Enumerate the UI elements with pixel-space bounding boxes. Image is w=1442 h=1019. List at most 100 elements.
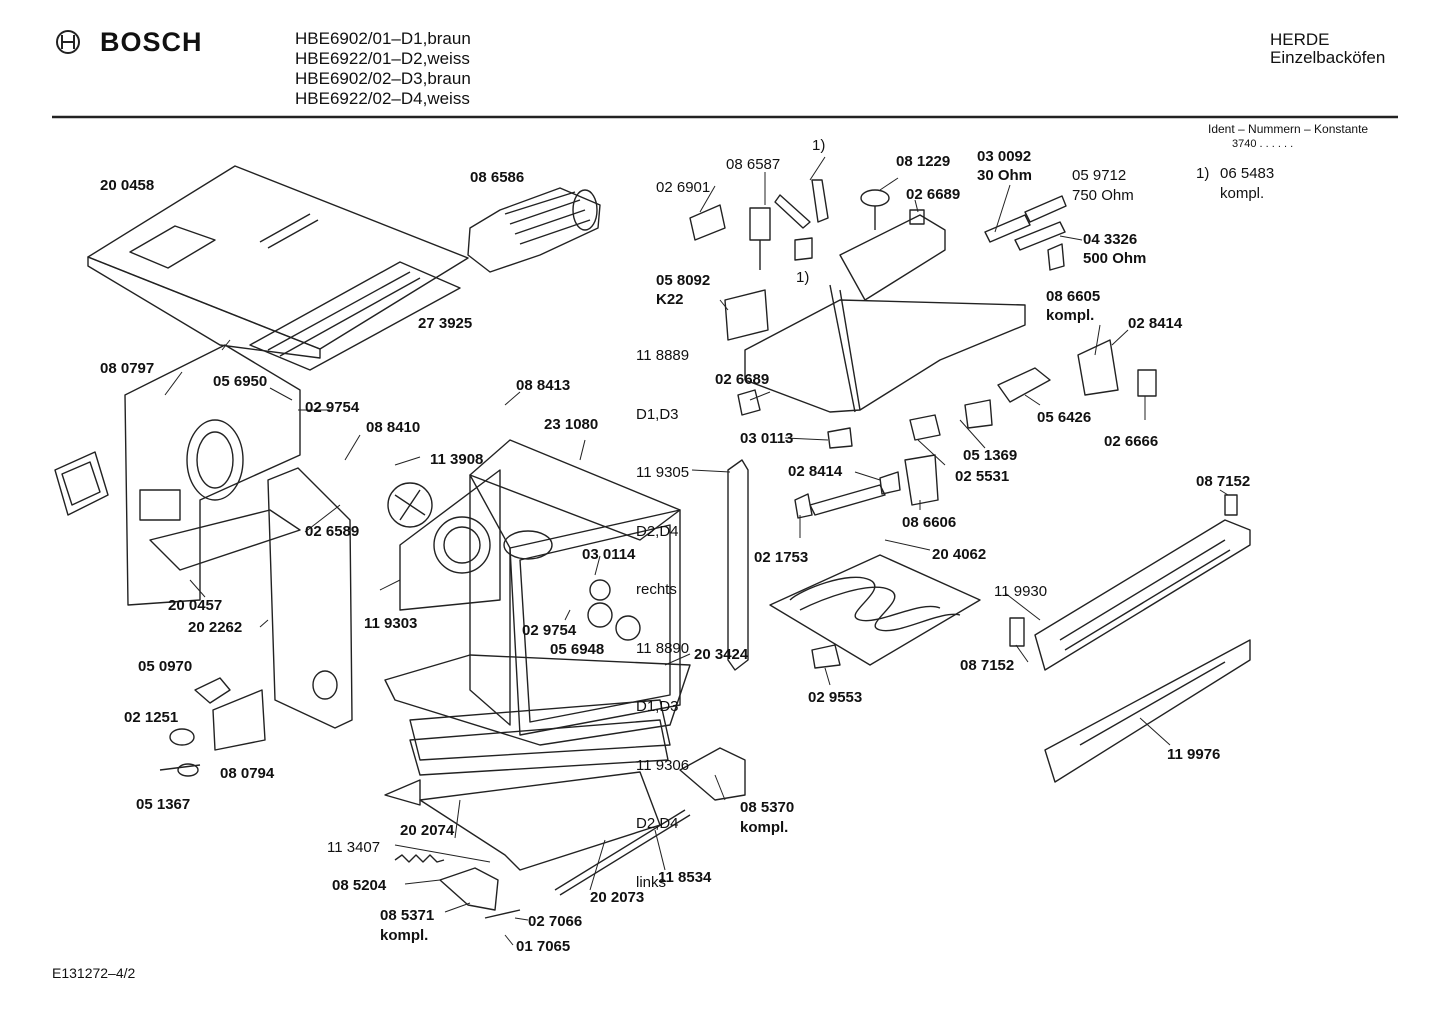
part-label-043326: 04 3326 — [1083, 231, 1138, 248]
part-label-059712-note: 750 Ohm — [1072, 187, 1134, 204]
model-line-1: HBE6902/01–D1,braun — [295, 29, 471, 48]
part-label-086605-note: kompl. — [1046, 307, 1095, 324]
variant-item: D1,D3 — [636, 405, 679, 423]
category-title: HERDE — [1270, 30, 1330, 49]
part-label-080797: 08 0797 — [100, 360, 155, 377]
bottom-trim-sketch — [1044, 639, 1251, 783]
small-parts-right-sketch — [794, 339, 1238, 669]
part-label-088410: 08 8410 — [366, 419, 421, 436]
variant-item: 11 9305 — [636, 464, 690, 481]
brand-name: BOSCH — [100, 27, 203, 57]
rail-sketch — [249, 261, 461, 371]
part-label-043326-note: 500 Ohm — [1083, 250, 1147, 267]
part-label-085371: 08 5371 — [380, 907, 435, 924]
part-label-021251: 02 1251 — [124, 709, 179, 726]
model-line-4: HBE6922/02–D4,weiss — [295, 89, 470, 108]
part-label-085371-note: kompl. — [380, 927, 429, 944]
front-trim-sketch — [1034, 519, 1251, 671]
part-label-058092: 05 8092 — [656, 272, 711, 289]
part-label-118534: 11 8534 — [658, 869, 712, 886]
part-label-050970: 05 0970 — [138, 658, 193, 675]
footnote-note: kompl. — [1220, 185, 1265, 202]
probe-sketch — [689, 179, 829, 270]
variant-item: D2,D4 — [636, 815, 679, 832]
part-label-026689-a: 02 6689 — [906, 186, 961, 203]
variant-item: 11 9306 — [636, 756, 690, 774]
variant-item: 11 8890 — [636, 639, 690, 657]
control-housing-sketch — [744, 214, 1026, 413]
rail-118534-sketch — [559, 814, 691, 896]
part-label-030114: 03 0114 — [582, 546, 636, 563]
part-label-088413: 08 8413 — [516, 377, 571, 394]
footnote-number: 06 5483 — [1220, 165, 1275, 182]
spring-sketch — [394, 854, 445, 863]
part-label-026689-b: 02 6689 — [715, 371, 770, 388]
footnote-ref-1a: 1) — [812, 137, 826, 154]
fan-blade-sketch — [387, 482, 433, 528]
part-label-200458: 20 0458 — [100, 177, 155, 194]
part-label-202074: 20 2074 — [400, 822, 455, 839]
side-panel-sketch — [267, 467, 353, 729]
oven-cavity-sketch — [469, 439, 681, 736]
part-label-086586: 08 6586 — [470, 169, 525, 186]
relay-sketch — [724, 289, 769, 341]
fan-shroud-sketch — [399, 469, 501, 611]
variant-item: rechts — [636, 581, 677, 598]
part-label-202262: 20 2262 — [188, 619, 243, 636]
part-label-080794: 08 0794 — [220, 765, 275, 782]
bracket-204062-sketch — [809, 484, 886, 516]
part-label-081229: 08 1229 — [896, 153, 951, 170]
document-id: E131272–4/2 — [52, 965, 136, 981]
part-label-030113: 03 0113 — [740, 430, 794, 447]
variant-item: links — [636, 873, 667, 891]
part-label-056950: 05 6950 — [213, 373, 268, 390]
part-label-058092-note: K22 — [656, 291, 684, 308]
heating-element-sketch — [769, 554, 981, 666]
part-label-119976: 11 9976 — [1167, 746, 1221, 763]
part-label-029754-a: 02 9754 — [305, 399, 360, 416]
part-label-021753: 02 1753 — [754, 549, 809, 566]
part-label-085370-note: kompl. — [740, 819, 789, 836]
vent-grille-sketch — [54, 451, 109, 516]
ident-constant: 3740 . . . . . . — [1232, 138, 1294, 150]
model-line-2: HBE6922/01–D2,weiss — [295, 49, 470, 68]
part-label-029553: 02 9553 — [808, 689, 863, 706]
footnote-marker: 1) — [1196, 165, 1210, 182]
part-label-017065: 01 7065 — [516, 938, 571, 955]
subcategory-title: Einzelbacköfen — [1270, 48, 1386, 67]
part-label-051367: 05 1367 — [136, 796, 191, 813]
part-label-025531: 02 5531 — [955, 468, 1010, 485]
model-line-3: HBE6902/02–D3,braun — [295, 69, 471, 88]
side-rail-vertical-sketch — [727, 459, 749, 671]
hinge-085370-sketch — [679, 747, 746, 801]
small-parts-left-sketch — [159, 677, 266, 777]
fan-motor-sketch — [467, 187, 601, 273]
part-label-086587: 08 6587 — [726, 156, 781, 173]
part-label-113908: 11 3908 — [430, 451, 484, 468]
switch-sketch — [737, 389, 761, 416]
part-label-085204: 08 5204 — [332, 877, 387, 894]
part-label-273925: 27 3925 — [418, 315, 473, 332]
part-label-119303: 11 9303 — [364, 615, 418, 632]
hinge-085371-sketch — [439, 867, 521, 919]
part-label-087152-a: 08 7152 — [1196, 473, 1251, 490]
resistor-sketch — [860, 189, 1067, 271]
part-label-119930: 11 9930 — [994, 583, 1048, 600]
top-cover-sketch — [87, 165, 469, 359]
part-label-203424: 20 3424 — [694, 646, 749, 663]
part-label-030092-note: 30 Ohm — [977, 167, 1033, 184]
part-label-030092: 03 0092 — [977, 148, 1032, 165]
part-label-085370: 08 5370 — [740, 799, 795, 816]
part-label-027066: 02 7066 — [528, 913, 583, 930]
part-label-026666: 02 6666 — [1104, 433, 1159, 450]
variant-item: 11 8889 — [636, 347, 690, 364]
part-label-113407: 11 3407 — [327, 839, 381, 856]
part-label-200457: 20 0457 — [168, 597, 223, 614]
back-panel-sketch — [124, 344, 301, 606]
part-label-056948: 05 6948 — [550, 641, 605, 658]
part-label-086605: 08 6605 — [1046, 288, 1101, 305]
part-label-202073: 20 2073 — [590, 889, 645, 906]
footnote-ref-1b: 1) — [796, 269, 810, 286]
part-label-026901: 02 6901 — [656, 179, 711, 196]
